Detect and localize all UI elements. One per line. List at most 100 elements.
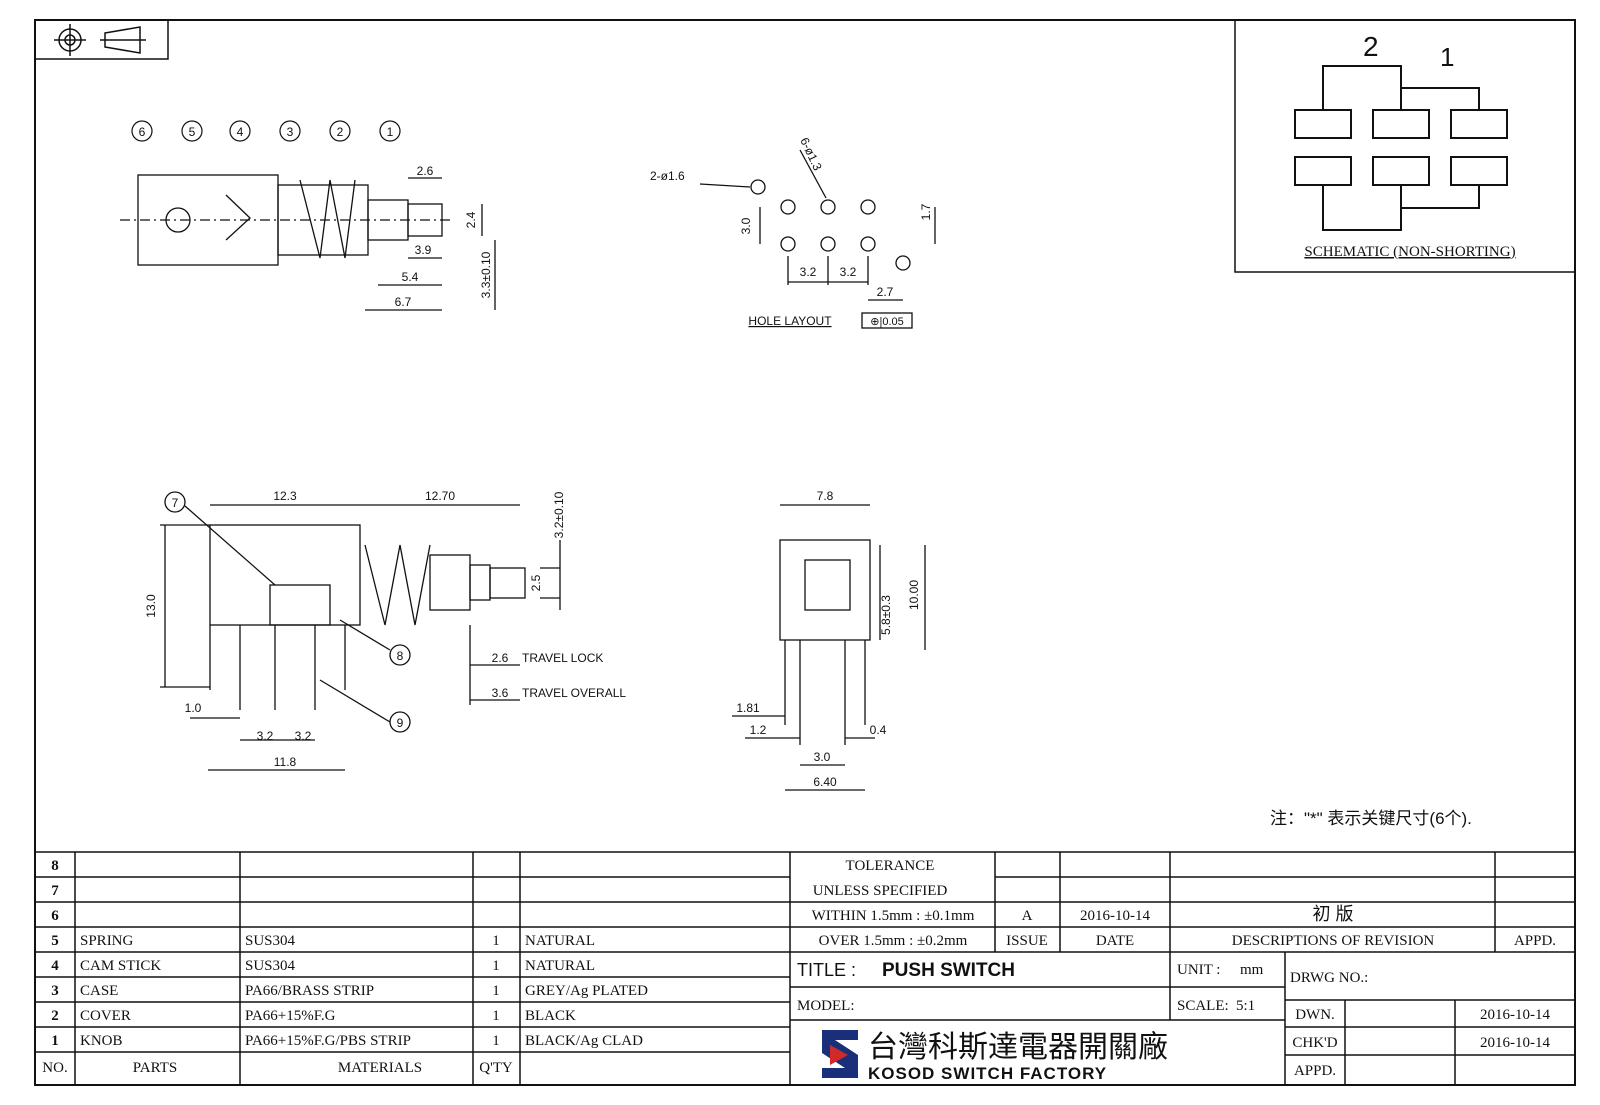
side-dim-13-0: 13.0 bbox=[144, 594, 158, 618]
part-finish: GREY/Ag PLATED bbox=[525, 983, 648, 999]
part-qty: 1 bbox=[492, 983, 500, 999]
side-dim-3-6: 3.6 bbox=[492, 686, 509, 700]
unit-value: mm bbox=[1240, 962, 1264, 978]
header-qty: Q'TY bbox=[479, 1060, 513, 1076]
balloon-6: 6 bbox=[139, 125, 146, 139]
parts-row-no: 3 bbox=[51, 983, 59, 999]
parts-row-no: 8 bbox=[51, 858, 59, 874]
balloon-5: 5 bbox=[189, 125, 196, 139]
tolerance-line-3: WITHIN 1.5mm : ±0.1mm bbox=[812, 908, 975, 924]
parts-row-no: 6 bbox=[51, 908, 59, 924]
side-dim-3-2b: 3.2 bbox=[295, 729, 312, 743]
part-material: SUS304 bbox=[245, 933, 296, 949]
hole-dim-3-0: 3.0 bbox=[739, 217, 753, 234]
drawing-number-label: DRWG NO.: bbox=[1290, 970, 1368, 986]
part-material: PA66+15%F.G bbox=[245, 1008, 336, 1024]
balloon-1: 1 bbox=[387, 125, 394, 139]
dim-6-7: 6.7 bbox=[395, 295, 412, 309]
tolerance-line-1: TOLERANCE bbox=[846, 858, 935, 874]
part-finish: BLACK/Ag CLAD bbox=[525, 1033, 643, 1049]
header-appd: APPD. bbox=[1514, 933, 1556, 949]
front-dim-5-8: 5.8±0.3 bbox=[879, 595, 893, 635]
part-name: CAM STICK bbox=[80, 958, 161, 974]
hole-position-tolerance: ⊕|0.05 bbox=[870, 316, 903, 328]
front-dim-10-00: 10.00 bbox=[907, 580, 921, 610]
header-date: DATE bbox=[1096, 933, 1134, 949]
company-logo-icon bbox=[822, 1030, 858, 1078]
side-view bbox=[160, 491, 561, 771]
part-name: KNOB bbox=[80, 1033, 123, 1049]
scale-label: SCALE: bbox=[1177, 998, 1229, 1014]
header-issue: ISSUE bbox=[1006, 933, 1048, 949]
checked-label: CHK'D bbox=[1292, 1035, 1337, 1051]
travel-overall-label: TRAVEL OVERALL bbox=[522, 686, 626, 700]
balloon-2: 2 bbox=[337, 125, 344, 139]
side-dim-2-5: 2.5 bbox=[529, 574, 543, 591]
tolerance-line-2: UNLESS SPECIFIED bbox=[813, 883, 948, 899]
company-name-en: KOSOD SWITCH FACTORY bbox=[868, 1064, 1107, 1083]
balloon-9: 9 bbox=[397, 716, 404, 730]
side-dim-12-3: 12.3 bbox=[273, 489, 297, 503]
front-dim-1-81: 1.81 bbox=[736, 701, 760, 715]
unit-label: UNIT : bbox=[1177, 962, 1220, 978]
side-dim-3-2a: 3.2 bbox=[257, 729, 274, 743]
revision-issue: A bbox=[1022, 908, 1033, 924]
balloon-3: 3 bbox=[287, 125, 294, 139]
schematic-caption: SCHEMATIC (NON-SHORTING) bbox=[1304, 244, 1515, 260]
part-name: SPRING bbox=[80, 933, 134, 949]
drawn-date: 2016-10-14 bbox=[1480, 1007, 1550, 1023]
part-qty: 1 bbox=[492, 1033, 500, 1049]
title-block-grid bbox=[35, 851, 1575, 1085]
part-material: PA66+15%F.G/PBS STRIP bbox=[245, 1033, 411, 1049]
projection-symbol bbox=[34, 19, 169, 60]
dim-5-4: 5.4 bbox=[402, 270, 419, 284]
side-dim-11-8: 11.8 bbox=[274, 755, 297, 769]
drawn-label: DWN. bbox=[1295, 1007, 1335, 1023]
tolerance-line-4: OVER 1.5mm : ±0.2mm bbox=[819, 933, 968, 949]
dim-3-9: 3.9 bbox=[415, 243, 432, 257]
parts-row-no: 1 bbox=[51, 1033, 59, 1049]
schematic-pin-2: 2 bbox=[1363, 31, 1379, 62]
parts-row-no: 2 bbox=[51, 1008, 59, 1024]
hole-layout-caption: HOLE LAYOUT bbox=[748, 314, 832, 328]
checked-date: 2016-10-14 bbox=[1480, 1035, 1550, 1051]
part-qty: 1 bbox=[492, 933, 500, 949]
balloon-4: 4 bbox=[237, 125, 244, 139]
hole-dim-6-1-3: 6-ø1.3 bbox=[797, 135, 824, 173]
revision-date: 2016-10-14 bbox=[1080, 908, 1150, 924]
part-material: PA66/BRASS STRIP bbox=[245, 983, 374, 999]
sheet-border bbox=[34, 19, 1576, 1086]
header-no: NO. bbox=[42, 1060, 67, 1076]
approved-label: APPD. bbox=[1294, 1063, 1336, 1079]
dim-3-3: 3.3±0.10 bbox=[479, 251, 493, 298]
part-finish: NATURAL bbox=[525, 958, 595, 974]
hole-dim-3-2b: 3.2 bbox=[840, 265, 857, 279]
parts-list: 8 7 6 5 4 3 2 1 SPRING CAM STICK CASE CO… bbox=[42, 858, 648, 1076]
travel-lock-label: TRAVEL LOCK bbox=[522, 651, 603, 665]
key-dimension-note: 注："*" 表示关键尺寸(6个). bbox=[1270, 809, 1472, 828]
balloon-7: 7 bbox=[172, 496, 179, 510]
part-finish: NATURAL bbox=[525, 933, 595, 949]
part-name: CASE bbox=[80, 983, 118, 999]
header-descriptions: DESCRIPTIONS OF REVISION bbox=[1232, 933, 1435, 949]
parts-row-no: 5 bbox=[51, 933, 59, 949]
revision-description: 初 版 bbox=[1312, 904, 1353, 924]
dim-2-6: 2.6 bbox=[417, 164, 434, 178]
header-parts: PARTS bbox=[133, 1060, 177, 1076]
parts-row-no: 7 bbox=[51, 883, 59, 899]
part-material: SUS304 bbox=[245, 958, 296, 974]
hole-dim-3-2a: 3.2 bbox=[800, 265, 817, 279]
side-dim-12-70: 12.70 bbox=[425, 489, 455, 503]
front-dim-3-0: 3.0 bbox=[814, 750, 831, 764]
title-value: PUSH SWITCH bbox=[882, 960, 1015, 981]
hole-dim-2-7: 2.7 bbox=[877, 285, 894, 299]
side-dim-3-2: 3.2±0.10 bbox=[552, 491, 566, 538]
schematic-contacts bbox=[1294, 65, 1508, 231]
hole-dim-1-7: 1.7 bbox=[919, 203, 933, 220]
front-dim-6-40: 6.40 bbox=[813, 775, 837, 789]
front-dim-7-8: 7.8 bbox=[817, 489, 834, 503]
part-name: COVER bbox=[80, 1008, 131, 1024]
front-dim-0-4: 0.4 bbox=[870, 723, 887, 737]
hole-layout bbox=[699, 149, 936, 329]
